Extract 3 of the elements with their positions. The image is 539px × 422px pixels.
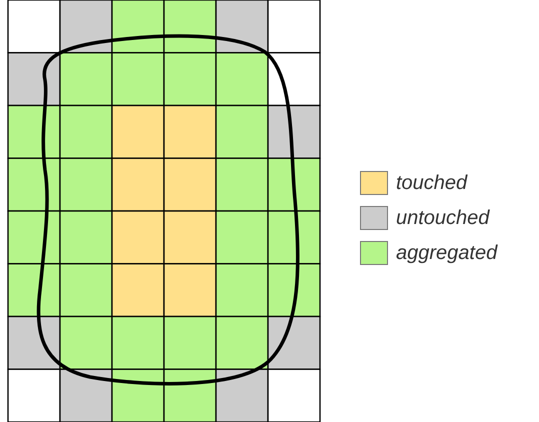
legend-label: untouched [396, 206, 490, 230]
legend-label: touched [396, 172, 468, 194]
legend-label: aggregated [396, 242, 498, 264]
